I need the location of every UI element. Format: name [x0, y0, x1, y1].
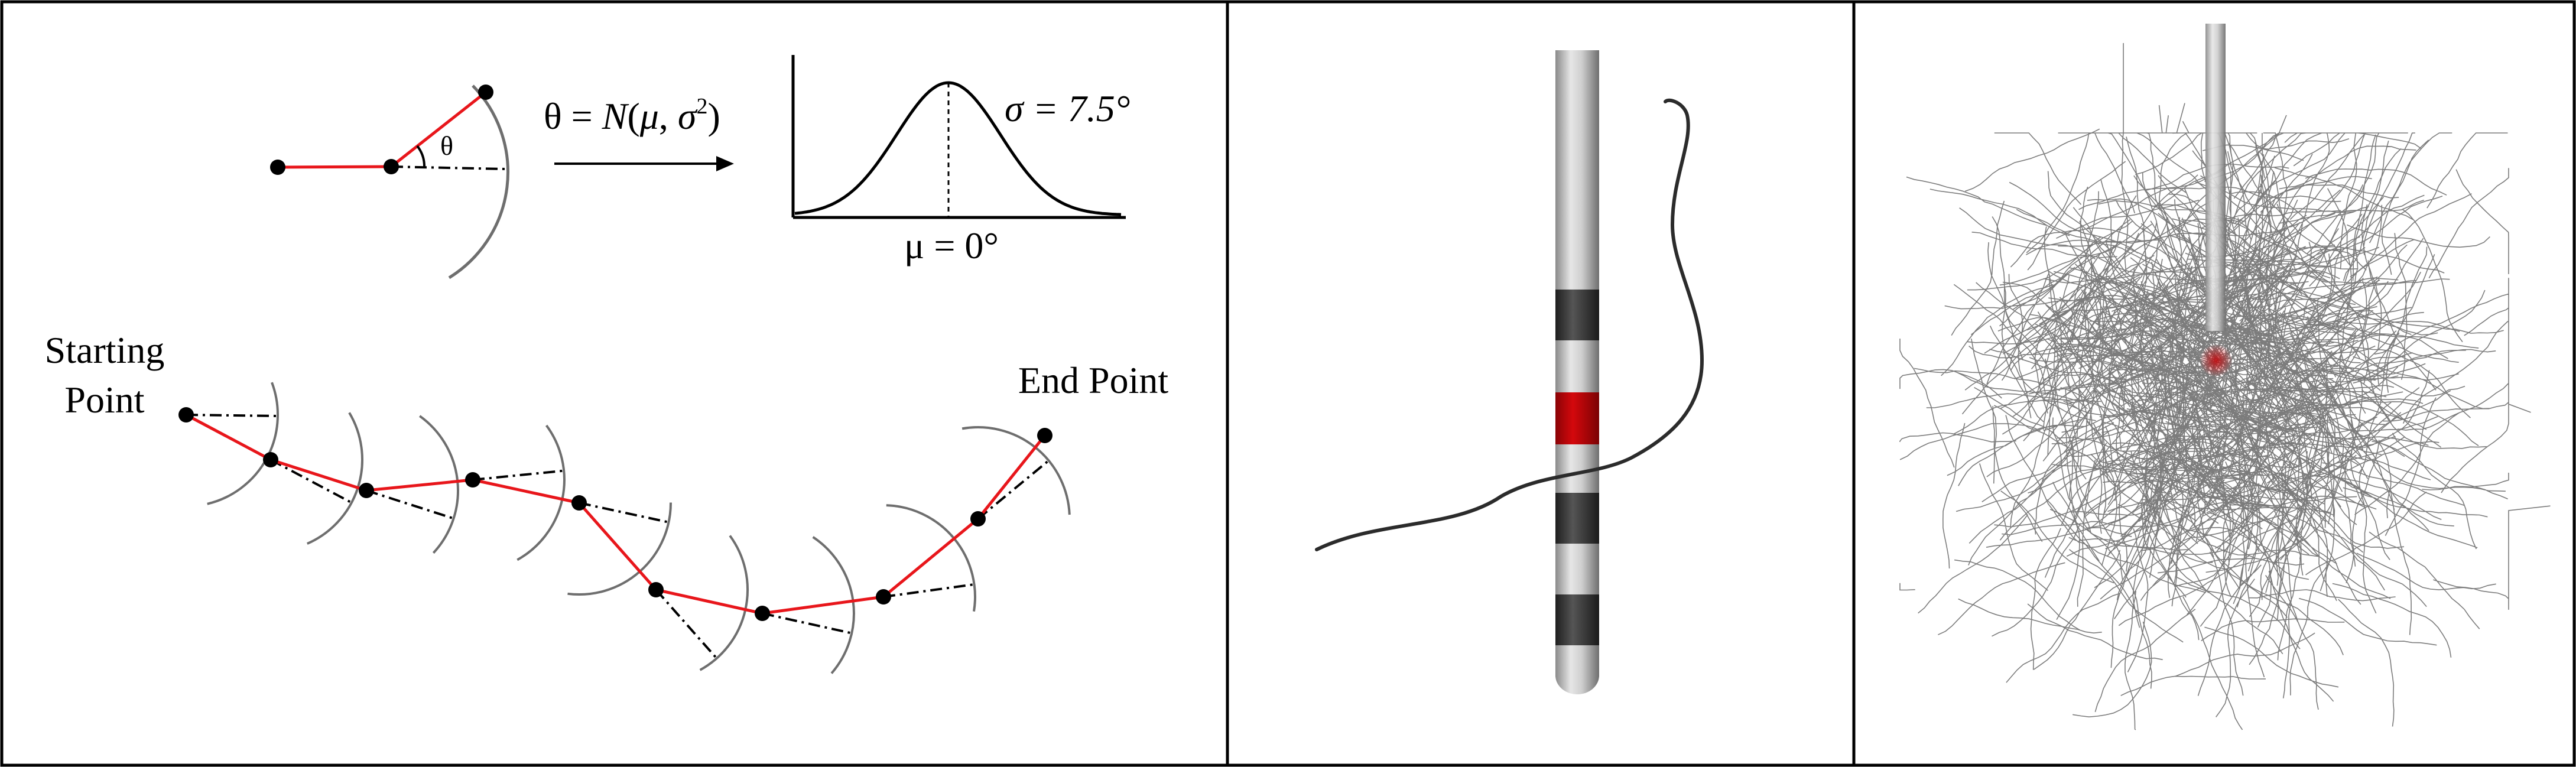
step-direction-dash	[186, 414, 278, 417]
step-direction-dash	[977, 459, 1050, 520]
walk-node	[263, 452, 278, 467]
panel-random-walk: θ θ = N(μ, σ2) σ = 7.5° μ = 0° Starting	[0, 0, 1229, 767]
lead-contact-4	[1555, 594, 1599, 645]
walk-segment	[471, 478, 581, 505]
cloud-active-contact	[2200, 344, 2233, 377]
example-node-3	[478, 84, 493, 100]
walk-node	[755, 606, 770, 621]
angle-arc	[416, 145, 426, 168]
step-direction-dash	[655, 589, 718, 659]
mu-label: μ = 0°	[904, 225, 999, 266]
starting-point-label-line2: Point	[64, 379, 144, 421]
walk-node	[1037, 428, 1053, 443]
walk-nodes	[178, 407, 1053, 621]
panel-lead-fiber	[1226, 0, 1856, 767]
walk-segment	[577, 501, 658, 592]
walk-node	[648, 582, 664, 597]
step-arc	[307, 412, 363, 545]
walk-segment	[761, 595, 885, 615]
example-node-1	[270, 160, 285, 175]
dbs-lead	[1555, 50, 1599, 694]
lead-contact-active	[1555, 392, 1599, 444]
step-arc	[699, 535, 749, 671]
walk-segment	[654, 588, 764, 615]
walk-node	[359, 483, 374, 498]
walk-node	[970, 511, 986, 526]
sigma-label: σ = 7.5°	[1005, 87, 1130, 129]
walk-node	[876, 589, 891, 604]
formula-arrow	[554, 156, 734, 171]
walk-dashes	[186, 414, 1050, 659]
lead-contact-3	[1555, 493, 1599, 544]
example-seg-2	[389, 90, 488, 168]
step-direction-dash	[883, 583, 974, 598]
panel-b-border	[1226, 0, 1856, 767]
lead-shaft	[1555, 50, 1599, 677]
cloud-lead-shaft	[2205, 24, 2226, 331]
step-direction-dash	[366, 489, 454, 520]
walk-segment	[184, 413, 272, 462]
example-node-2	[384, 159, 399, 174]
walk-node	[465, 472, 480, 488]
walk-node	[178, 407, 194, 422]
lead-contact-1	[1555, 290, 1599, 340]
angle-example: θ	[270, 84, 509, 280]
theta-label: θ	[440, 131, 453, 161]
step-direction-dash	[762, 612, 852, 635]
step-direction-dash	[472, 469, 564, 481]
gaussian-plot: σ = 7.5° μ = 0°	[791, 55, 1130, 266]
walk-segment	[269, 458, 368, 492]
end-point-label: End Point	[1018, 359, 1168, 401]
step-arc	[517, 424, 566, 561]
step-direction-dash	[579, 502, 669, 524]
lead-tip	[1555, 656, 1599, 694]
walk-segment	[882, 517, 980, 599]
fiber-trajectory	[1315, 98, 1704, 551]
walk-segment	[365, 478, 475, 492]
gaussian-curve	[794, 81, 1122, 216]
walk-segment	[976, 434, 1047, 521]
walk-segments	[184, 413, 1047, 615]
panel-c-border	[1852, 0, 2576, 767]
walk-arcs	[207, 382, 1071, 674]
panel-fiber-cloud	[1852, 0, 2576, 767]
starting-point-label: Starting	[45, 329, 165, 371]
example-dash	[391, 165, 506, 170]
step-direction-dash	[270, 459, 352, 504]
fiber-cloud	[1899, 43, 2551, 730]
formula-text: θ = N(μ, σ2)	[544, 94, 720, 137]
walk-node	[571, 495, 587, 511]
fiber-bundle	[1899, 43, 2551, 730]
example-arc	[448, 84, 509, 280]
